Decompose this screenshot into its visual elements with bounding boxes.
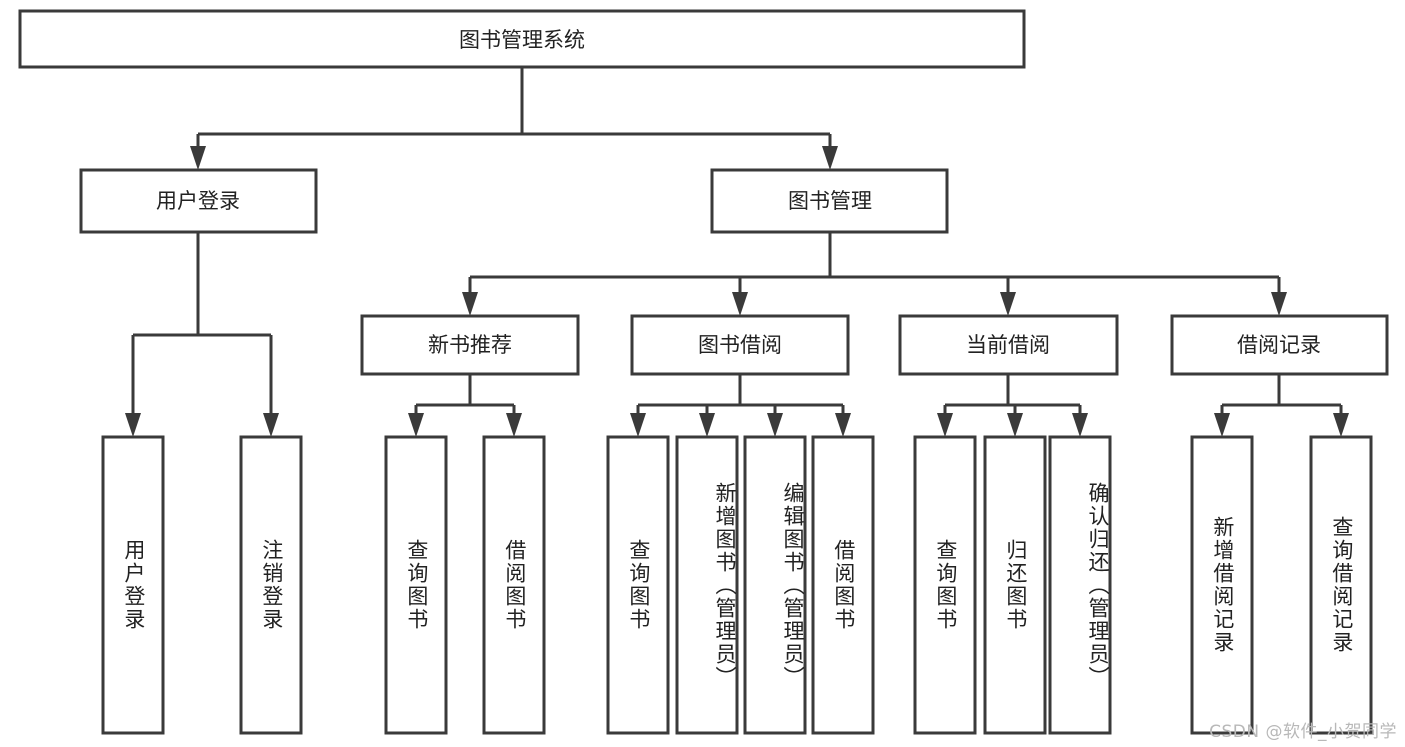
node-box-new-book-recommend[interactable]	[360, 314, 580, 376]
arrow-new-book-leaf-1	[408, 413, 424, 437]
arrow-book-manage-child-4	[1271, 292, 1287, 316]
node-box-borrow-record[interactable]	[1170, 314, 1389, 376]
arrow-user-login-leaf-2	[263, 413, 279, 437]
node-label-book-manage: 图书管理	[788, 189, 872, 213]
arrow-borrow-record-leaf-1	[1214, 413, 1230, 437]
node-label-borrow-record: 借阅记录	[1237, 333, 1321, 357]
arrow-book-borrow-leaf-1	[630, 413, 646, 437]
leaf-box-nbr-query-book[interactable]	[384, 435, 448, 735]
node-box-current-borrow[interactable]	[898, 314, 1119, 376]
node-box-book-manage[interactable]	[710, 168, 949, 234]
arrow-book-manage-child-3	[1000, 292, 1016, 316]
leaf-box-nbr-borrow-book[interactable]	[482, 435, 546, 735]
arrow-root-to-book-manage	[822, 146, 838, 170]
node-box-book-borrow[interactable]	[630, 314, 850, 376]
node-label-current-borrow: 当前借阅	[966, 333, 1050, 357]
arrow-root-to-user-login	[190, 146, 206, 170]
arrow-new-book-leaf-2	[506, 413, 522, 437]
arrow-current-borrow-leaf-3	[1072, 413, 1088, 437]
node-label-root: 图书管理系统	[459, 28, 585, 52]
node-box-user-login[interactable]	[79, 168, 318, 234]
arrow-book-borrow-leaf-4	[835, 413, 851, 437]
leaf-box-br-query-record[interactable]	[1309, 435, 1373, 735]
watermark-text: CSDN @软件_小贺同学	[1209, 722, 1397, 742]
leaf-box-bb-query-book[interactable]	[606, 435, 670, 735]
leaf-box-cb-query-book[interactable]	[913, 435, 977, 735]
node-label-new-book-recommend: 新书推荐	[428, 333, 512, 357]
node-label-user-login: 用户登录	[156, 189, 240, 213]
leaf-box-bb-add-book[interactable]	[675, 435, 739, 735]
node-box-root[interactable]	[18, 9, 1026, 69]
leaf-box-user-logout[interactable]	[239, 435, 303, 735]
connectors-layer	[125, 67, 1349, 437]
boxes-layer	[18, 9, 1389, 735]
leaf-box-bb-borrow-book[interactable]	[811, 435, 875, 735]
leaf-box-user-login[interactable]	[101, 435, 165, 735]
horizontal-labels-layer: 图书管理系统 用户登录 图书管理 新书推荐 图书借阅 当前借阅 借阅记录	[156, 28, 1321, 357]
leaf-box-cb-confirm-return[interactable]	[1048, 435, 1112, 735]
arrow-user-login-leaf-1	[125, 413, 141, 437]
arrow-book-manage-child-2	[732, 292, 748, 316]
arrow-book-manage-child-1	[462, 292, 478, 316]
arrow-borrow-record-leaf-2	[1333, 413, 1349, 437]
arrow-current-borrow-leaf-1	[937, 413, 953, 437]
leaf-box-br-add-record[interactable]	[1190, 435, 1254, 735]
leaf-box-cb-return-book[interactable]	[983, 435, 1047, 735]
arrow-book-borrow-leaf-2	[699, 413, 715, 437]
leaf-box-bb-edit-book[interactable]	[743, 435, 807, 735]
arrow-current-borrow-leaf-2	[1007, 413, 1023, 437]
arrow-book-borrow-leaf-3	[767, 413, 783, 437]
node-label-book-borrow: 图书借阅	[698, 333, 782, 357]
